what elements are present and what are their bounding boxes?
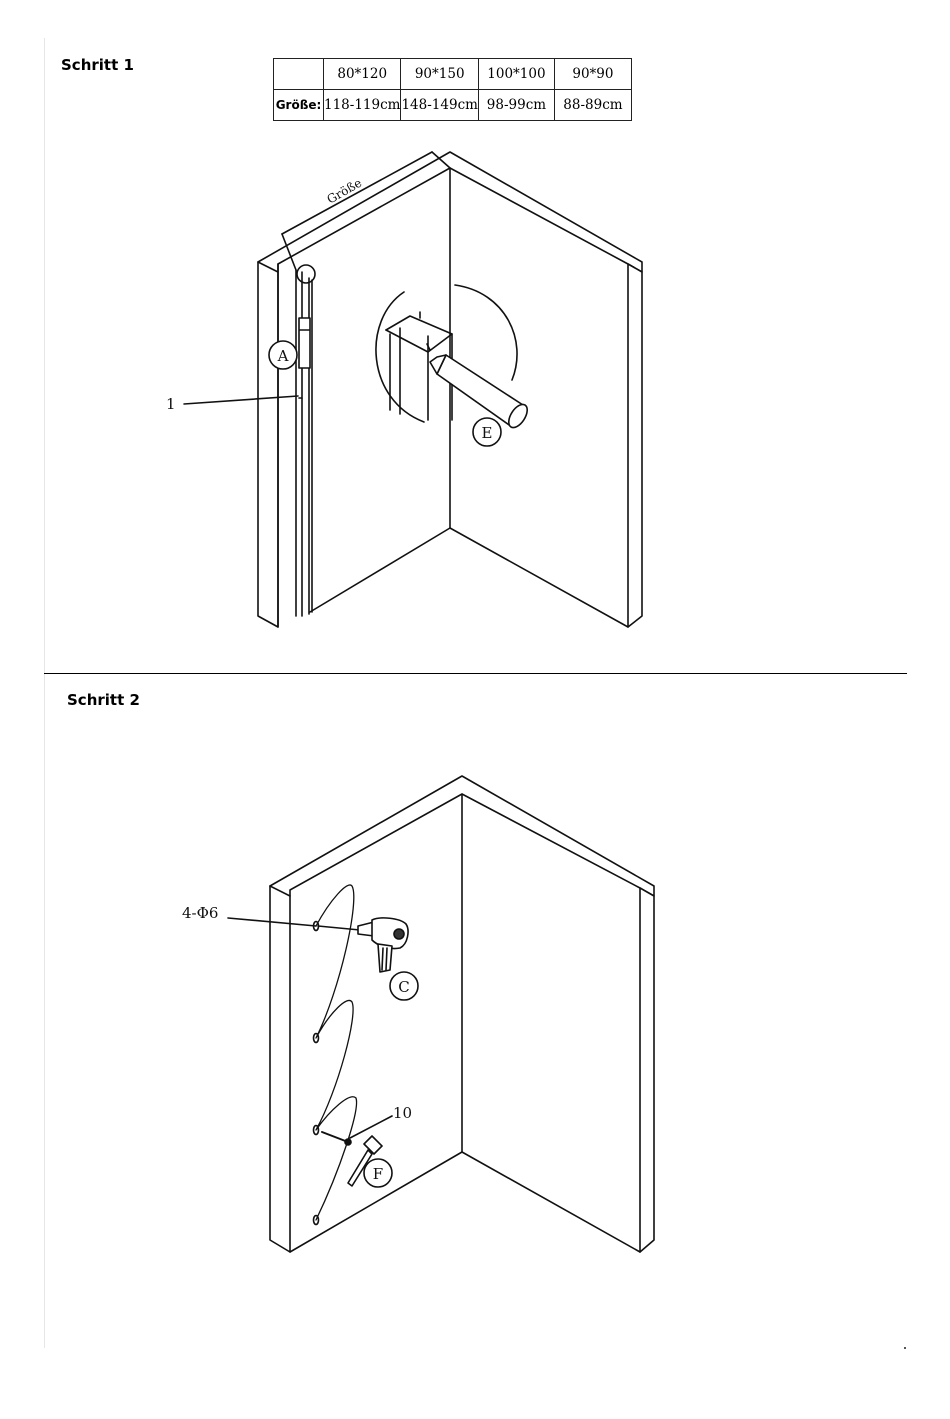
callout-a-label: A <box>277 347 289 365</box>
size-table-size: 98-99cm <box>478 90 554 121</box>
size-table-model: 100*100 <box>478 59 554 90</box>
wall-profile <box>296 270 312 616</box>
drill-holes <box>314 922 319 1225</box>
leader-line-part-1 <box>184 396 298 404</box>
drill-icon <box>318 918 408 972</box>
part-number-1: 1 <box>166 395 176 413</box>
size-table-size-row: Größe: 118-119cm 148-149cm 98-99cm 88-89… <box>274 90 632 121</box>
page-speck <box>904 1347 906 1349</box>
size-table-model: 90*150 <box>401 59 478 90</box>
leader-line-part-10 <box>350 1116 392 1138</box>
corner-walls <box>258 152 642 627</box>
step-2-title: Schritt 2 <box>67 691 140 709</box>
size-table-size: 88-89cm <box>554 90 631 121</box>
detail-circle <box>376 285 531 431</box>
size-table-row-label: Größe: <box>274 90 324 121</box>
callout-c-label: C <box>398 978 409 996</box>
callout-e-label: E <box>482 424 493 442</box>
step-1-illustration: Größe A E 1 <box>0 140 950 640</box>
size-table: 80*120 90*150 100*100 90*90 Größe: 118-1… <box>273 58 632 121</box>
corner-walls <box>270 776 654 1252</box>
size-table-size: 118-119cm <box>324 90 401 121</box>
size-table-model: 80*120 <box>324 59 401 90</box>
step-2-illustration: C F 4-Φ6 10 <box>0 770 950 1260</box>
hole-spec-label: 4-Φ6 <box>182 904 218 922</box>
detail-marker-circle <box>297 265 315 283</box>
size-table-model: 90*90 <box>554 59 631 90</box>
size-table-size: 148-149cm <box>401 90 478 121</box>
sealant-tube-icon <box>427 344 531 431</box>
part-number-10: 10 <box>393 1104 412 1122</box>
hole-sequence-line <box>316 885 357 1220</box>
size-table-header-row: 80*120 90*150 100*100 90*90 <box>274 59 632 90</box>
dimension-label: Größe <box>325 176 365 207</box>
section-divider <box>44 673 907 674</box>
step-1-title: Schritt 1 <box>61 56 134 74</box>
callout-f-label: F <box>373 1165 383 1183</box>
size-table-corner <box>274 59 324 90</box>
